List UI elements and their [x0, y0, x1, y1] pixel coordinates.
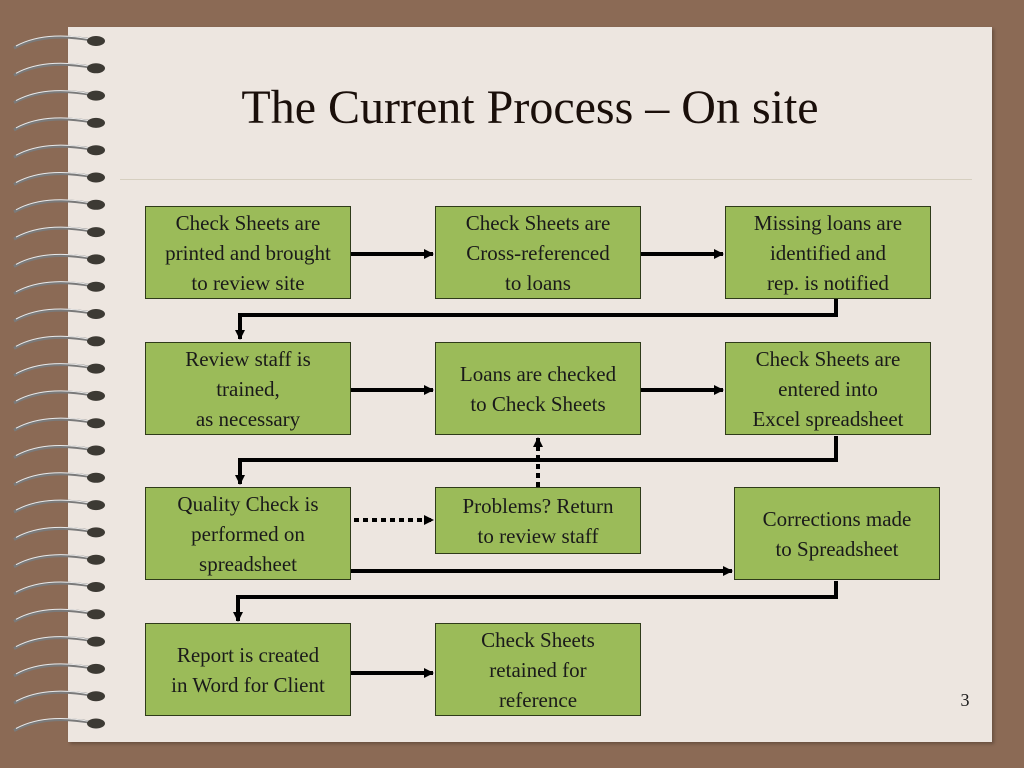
step-entered-excel: Check Sheets are entered into Excel spre… [725, 342, 931, 435]
arrow-corrections-to-report [233, 581, 838, 622]
step-loans-checked: Loans are checked to Check Sheets [435, 342, 641, 435]
binding-ring [13, 636, 105, 650]
binding-ring [13, 690, 105, 705]
binding-ring [13, 526, 105, 541]
step-print-check-sheets: Check Sheets are printed and brought to … [145, 206, 351, 299]
binding-ring [13, 335, 105, 350]
spiral-binding [13, 35, 105, 732]
binding-ring [13, 171, 105, 186]
step-problems-return: Problems? Return to review staff [435, 487, 641, 554]
binding-ring [13, 554, 105, 569]
binding-ring [13, 144, 105, 159]
binding-ring [13, 608, 105, 623]
binding-ring [13, 62, 105, 77]
binding-ring [13, 90, 105, 104]
binding-ring [13, 281, 105, 296]
step-report-created: Report is created in Word for Client [145, 623, 351, 716]
binding-ring [13, 253, 105, 268]
binding-ring [13, 117, 105, 132]
binding-ring [13, 35, 105, 50]
slide-title: The Current Process – On site [241, 81, 819, 134]
binding-ring [13, 472, 105, 487]
binding-ring [13, 226, 105, 241]
step-staff-trained: Review staff is trained, as necessary [145, 342, 351, 435]
step-missing-loans: Missing loans are identified and rep. is… [725, 206, 931, 299]
binding-ring [13, 417, 105, 432]
binding-ring [13, 199, 105, 214]
title-divider [120, 179, 972, 180]
page-number: 3 [960, 690, 970, 710]
binding-ring [13, 499, 105, 514]
binding-ring [13, 663, 105, 678]
step-corrections: Corrections made to Spreadsheet [734, 487, 940, 580]
arrow-missing-to-training [235, 298, 838, 340]
step-quality-check: Quality Check is performed on spreadshee… [145, 487, 351, 580]
binding-ring [13, 581, 105, 596]
binding-ring [13, 444, 105, 459]
binding-ring [13, 390, 105, 405]
step-retained: Check Sheets retained for reference [435, 623, 641, 716]
binding-ring [13, 717, 105, 732]
binding-ring [13, 363, 105, 377]
step-cross-reference: Check Sheets are Cross-referenced to loa… [435, 206, 641, 299]
binding-ring [13, 308, 105, 323]
